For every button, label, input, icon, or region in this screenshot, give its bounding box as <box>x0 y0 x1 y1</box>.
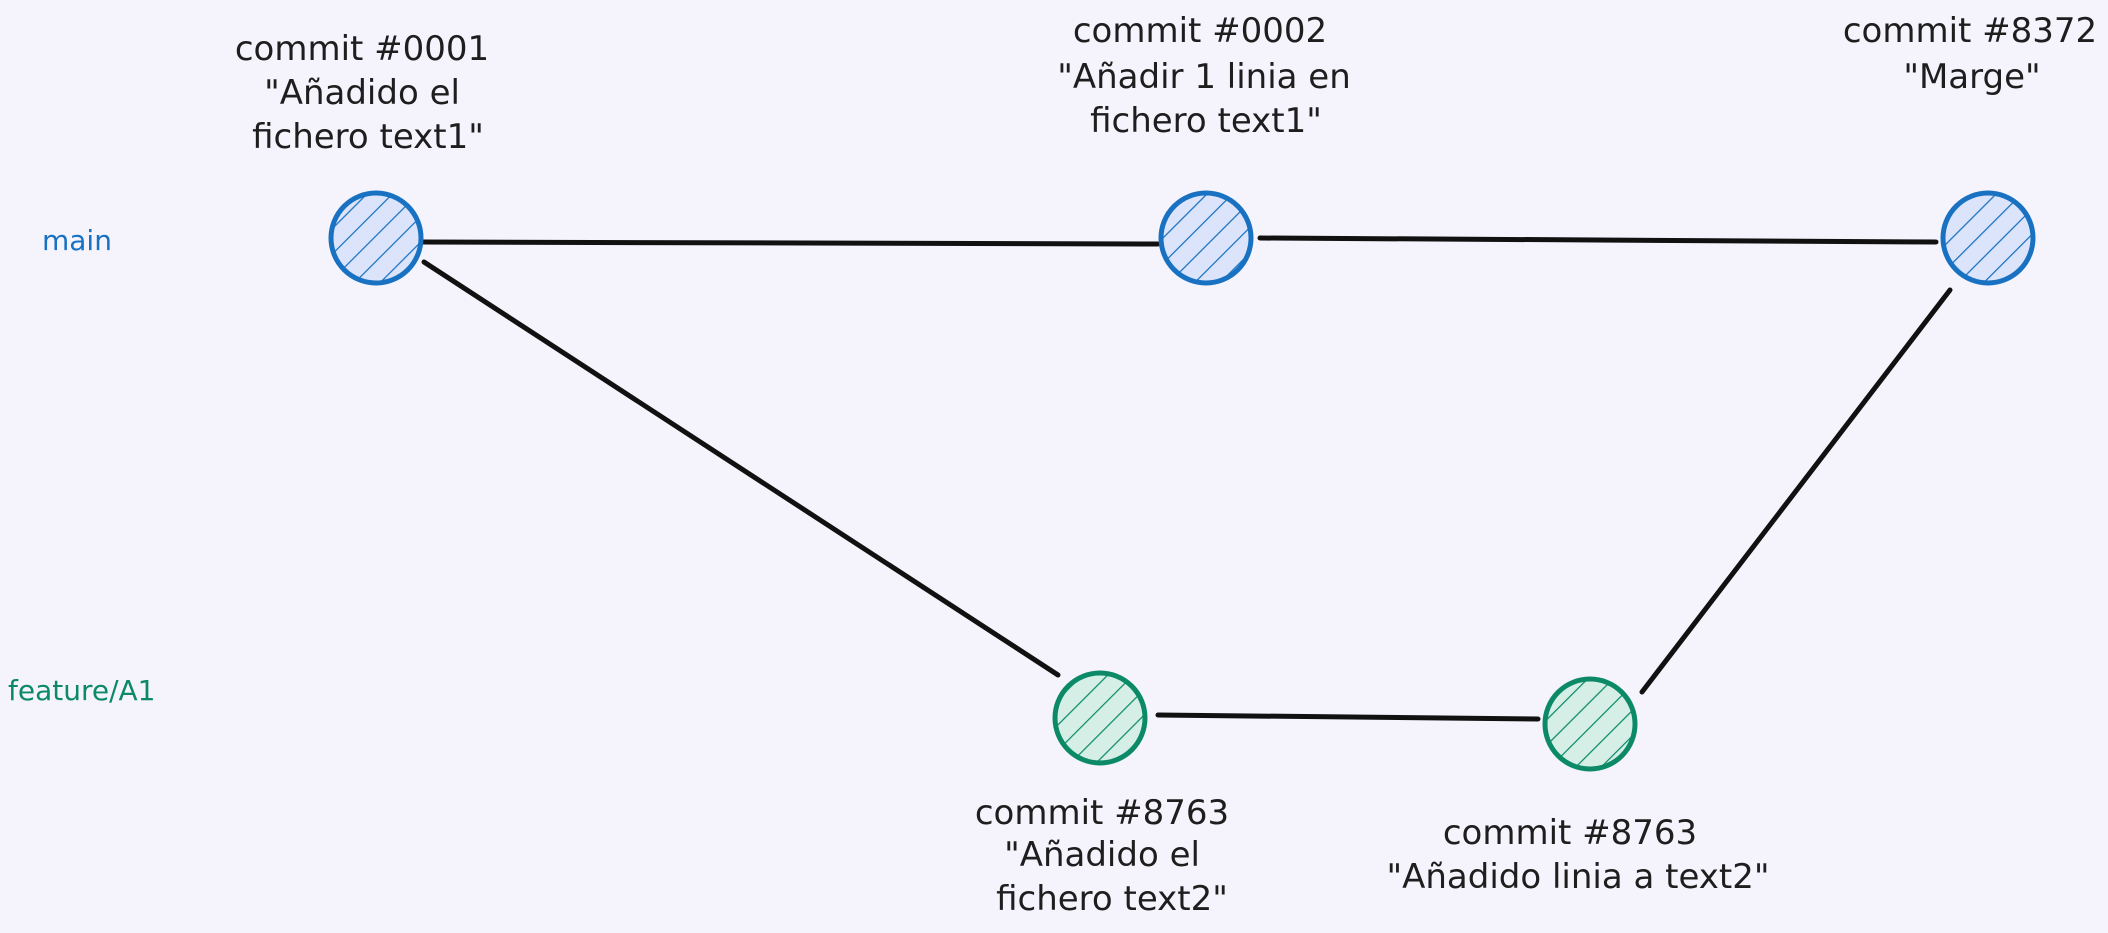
commit-node-0001[interactable] <box>328 190 424 286</box>
commit-label-0001: commit #0001 "Añadido el fichero text1" <box>235 29 489 157</box>
edge-c2-c3 <box>1257 235 1939 245</box>
commit-label-8763-b: commit #8763 "Añadido linia a text2" <box>1386 813 1769 897</box>
commit-node-8372[interactable] <box>1940 190 2036 286</box>
edge-c4-c5 <box>1155 712 1541 722</box>
edge-c1-c2 <box>419 239 1161 247</box>
commit-id: commit #0001 <box>235 29 489 69</box>
commit-message: fichero text1" <box>252 117 484 157</box>
commit-id: commit #8372 <box>1843 11 2097 51</box>
commit-message: "Añadido el <box>1004 835 1200 875</box>
commit-message: "Marge" <box>1903 57 2040 97</box>
commit-id: commit #8763 <box>1443 813 1697 853</box>
commit-label-8763-a: commit #8763 "Añadido el fichero text2" <box>975 793 1229 919</box>
commit-message: fichero text1" <box>1090 101 1322 141</box>
edge-c1-c4 <box>421 259 1061 678</box>
commit-node-8763-a[interactable] <box>1052 670 1148 766</box>
commit-message: fichero text2" <box>996 879 1228 919</box>
branch-label-feature: feature/A1 <box>8 674 156 707</box>
commit-message: "Añadido el <box>264 73 460 113</box>
branch-label-main: main <box>42 224 112 257</box>
commit-message: "Añadido linia a text2" <box>1386 857 1769 897</box>
edge-c5-c3 <box>1639 287 1953 695</box>
commit-label-8372: commit #8372 "Marge" <box>1843 11 2097 97</box>
commit-message: "Añadir 1 linia en <box>1057 57 1351 97</box>
commit-id: commit #8763 <box>975 793 1229 833</box>
commit-id: commit #0002 <box>1073 11 1327 51</box>
commit-node-8763-b[interactable] <box>1542 676 1638 772</box>
commit-label-0002: commit #0002 "Añadir 1 linia en fichero … <box>1057 11 1351 141</box>
commit-node-0002[interactable] <box>1158 190 1254 286</box>
